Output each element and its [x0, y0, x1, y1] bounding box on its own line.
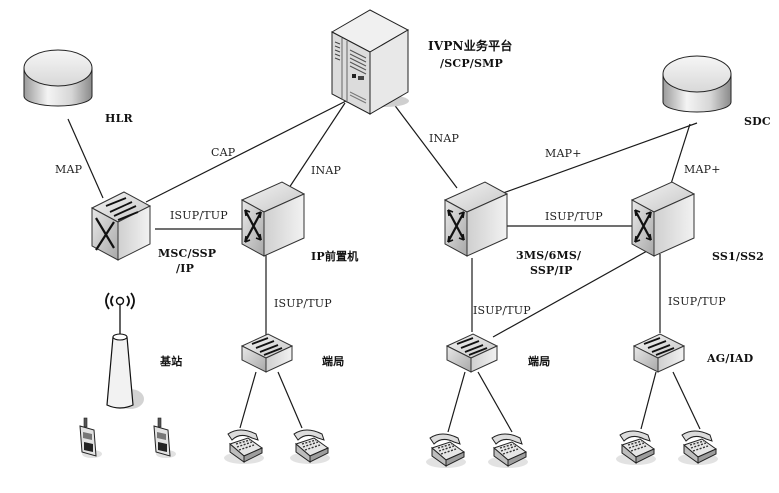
link-label-map: MAP	[55, 163, 83, 176]
msc-label-line1: MSC/SSP	[158, 247, 217, 260]
hlr-label: HLR	[105, 112, 133, 125]
ms-softswitch-icon	[443, 180, 509, 258]
scp-sub-label: /SCP/SMP	[440, 57, 503, 70]
link-eo1-phone1	[239, 371, 257, 429]
telephone-icon	[289, 429, 331, 465]
link-label-map-plus-ss: MAP+	[684, 163, 721, 176]
ag-iad-router-icon	[633, 333, 685, 373]
link-msc-scp	[145, 100, 347, 203]
ip-frontend-switch-icon	[240, 180, 306, 258]
link-hlr-msc	[67, 118, 104, 199]
end-office-2-router-icon	[446, 333, 498, 373]
telephone-icon	[487, 433, 529, 469]
end-office-1-label: 端局	[322, 355, 345, 368]
telephone-icon	[425, 433, 467, 469]
hlr-database-icon	[23, 49, 93, 107]
ss-label: SS1/SS2	[712, 250, 765, 263]
link-label-cap: CAP	[211, 146, 236, 159]
ms-label-line2: SSP/IP	[530, 264, 573, 277]
mobile-phone-icon	[79, 417, 103, 459]
end-office-1-router-icon	[241, 333, 293, 373]
msc-switch-icon	[90, 190, 152, 262]
connections	[67, 100, 701, 433]
msc-label-line2: /IP	[176, 262, 195, 275]
link-ipfe-scp	[284, 102, 346, 195]
link-label-isup-ss-ag: ISUP/TUP	[668, 295, 726, 308]
ms-label-line1: 3MS/6MS/	[516, 249, 582, 262]
ag-iad-label: AG/IAD	[707, 352, 754, 365]
link-label-inap-ms: INAP	[429, 132, 460, 145]
link-ss-eo2	[492, 245, 657, 338]
link-ag-phone1	[640, 371, 657, 430]
end-office-2-label: 端局	[528, 355, 551, 368]
base-station-label: 基站	[160, 355, 183, 368]
base-station-antenna-icon	[105, 292, 144, 409]
telephone-icon	[677, 430, 719, 466]
link-label-isup-ipfe-eo1: ISUP/TUP	[274, 297, 332, 310]
link-ag-phone2	[672, 371, 701, 430]
ip-frontend-label: IP前置机	[311, 250, 359, 263]
sdc-label: SDC	[744, 115, 771, 128]
link-ms-sdc	[491, 122, 698, 198]
mobile-phone-icon	[153, 417, 177, 459]
scp-label: IVPN业务平台	[428, 39, 513, 53]
scp-server-icon	[330, 9, 410, 115]
link-label-map-plus-ms: MAP+	[545, 147, 582, 160]
link-scp-ms	[392, 102, 458, 189]
link-label-isup-ms-ss: ISUP/TUP	[545, 210, 603, 223]
link-eo2-phone1	[447, 371, 466, 433]
link-eo2-phone2	[477, 371, 513, 433]
link-eo1-phone2	[277, 371, 303, 429]
telephone-icon	[223, 429, 265, 465]
telephone-icon	[615, 430, 657, 466]
link-label-isup-eo2: ISUP/TUP	[473, 304, 531, 317]
sdc-database-icon	[662, 55, 732, 113]
ss-softswitch-icon	[630, 180, 696, 258]
link-label-isup-msc-ipfe: ISUP/TUP	[170, 209, 228, 222]
link-ss-sdc	[669, 123, 691, 188]
link-label-inap-ipfe: INAP	[311, 164, 342, 177]
